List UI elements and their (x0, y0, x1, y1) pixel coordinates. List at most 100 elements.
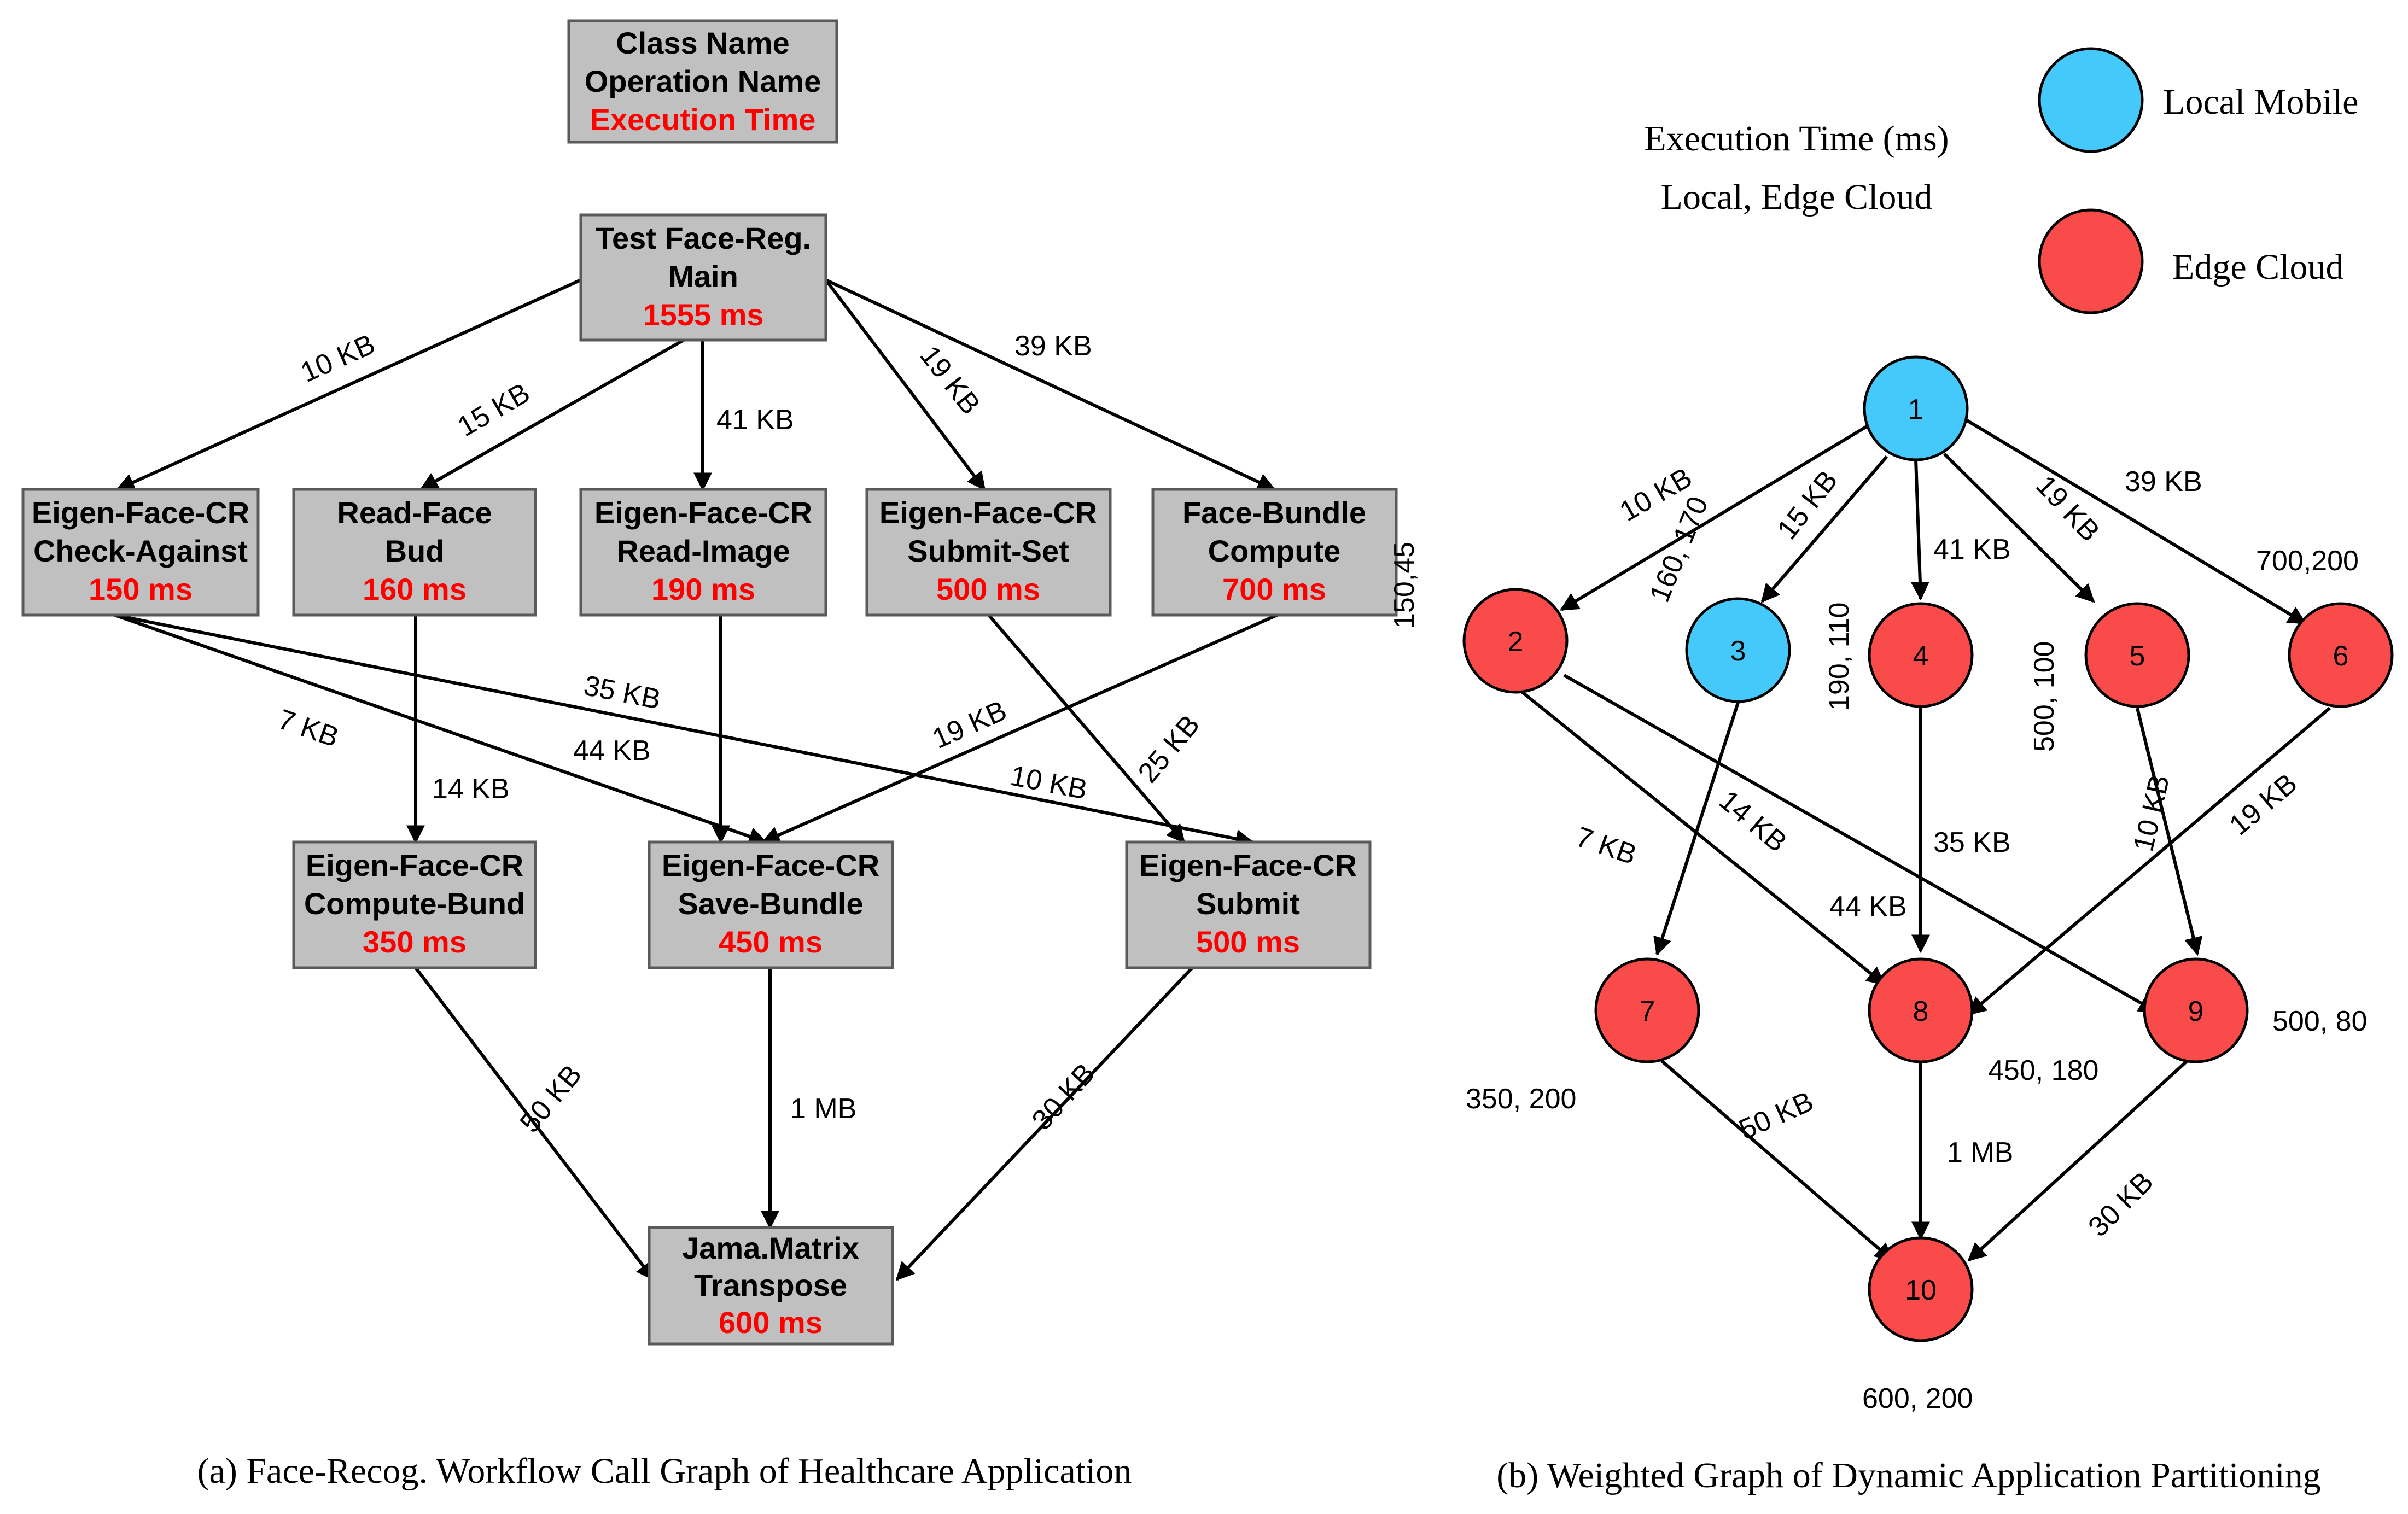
edge-1-6 (1962, 417, 2307, 625)
legend-edge-label: Edge Cloud (2172, 247, 2343, 287)
edge-label: 1 MB (1947, 1137, 2013, 1168)
edge-3-7 (1653, 702, 1740, 956)
left-edges (114, 278, 1278, 1281)
legend-edge-cloud: Edge Cloud (2038, 208, 2343, 314)
edge-label: 7 KB (274, 704, 342, 754)
box-operation: Compute-Bund (304, 886, 525, 921)
edge-label: 25 KB (1132, 709, 1206, 789)
box-time: 190 ms (651, 572, 755, 606)
node-id: 10 (1905, 1275, 1937, 1306)
edge-label: 7 KB (1572, 821, 1640, 872)
edge-checkagainst-savebundle (114, 613, 768, 845)
box-operation: Save-Bundle (678, 886, 863, 921)
edge-label: 44 KB (1829, 891, 1907, 922)
node-id: 8 (1913, 996, 1929, 1027)
header-execution-time: Execution Time (ms) (1644, 119, 1949, 159)
node-id: 9 (2188, 996, 2204, 1027)
node-5-times: 500, 100 (2028, 641, 2060, 752)
box-main: Test Face-Reg. Main 1555 ms (579, 213, 827, 342)
edge-label: 14 KB (1713, 785, 1793, 858)
edge-label: 10 KB (296, 328, 380, 389)
box-operation: Submit (1196, 886, 1300, 921)
node-8-times: 450, 180 (1988, 1055, 2098, 1086)
box-time: 150 ms (89, 572, 193, 606)
edge-label: 41 KB (1933, 534, 2011, 565)
header-local-edge: Local, Edge Cloud (1661, 177, 1933, 217)
edge-1-5 (1943, 452, 2095, 603)
edge-label: 41 KB (716, 404, 794, 436)
node-7: 7 (1594, 957, 1700, 1063)
edge-label: 30 KB (2082, 1166, 2159, 1243)
box-computebund: Eigen-Face-CR Compute-Bund 350 ms (292, 840, 537, 969)
node-id: 7 (1640, 996, 1655, 1027)
box-operation: Bud (385, 534, 445, 568)
edge-label: 39 KB (2125, 466, 2202, 498)
edge-1-2 (1560, 419, 1877, 611)
legend-local-label: Local Mobile (2163, 82, 2358, 122)
node-9-times: 500, 80 (2272, 1006, 2368, 1037)
edge-label: 19 KB (2223, 768, 2303, 841)
edge-submitset-submit (987, 614, 1186, 844)
edge-label: 35 KB (581, 670, 663, 716)
box-facebundle: Face-Bundle Compute 700 ms (1151, 488, 1398, 617)
edge-9-10 (1967, 1056, 2192, 1262)
box-savebundle: Eigen-Face-CR Save-Bundle 450 ms (648, 840, 894, 969)
box-class: Face-Bundle (1182, 495, 1366, 530)
edge-label: 19 KB (928, 694, 1011, 755)
legend-local-mobile: Local Mobile (2038, 47, 2358, 153)
legend-class-name: Class Name (616, 26, 790, 60)
edge-label: 35 KB (1933, 827, 2011, 858)
box-submit: Eigen-Face-CR Submit 500 ms (1125, 840, 1372, 969)
edge-label: 30 KB (1026, 1057, 1101, 1136)
node-7-times: 350, 200 (1466, 1083, 1576, 1115)
node-5: 5 (2084, 602, 2190, 708)
box-time: 700 ms (1222, 572, 1326, 606)
node-circle (2084, 602, 2190, 708)
edge-label: 14 KB (432, 773, 510, 805)
node-9: 9 (2143, 957, 2249, 1063)
node-id: 2 (1508, 626, 1524, 658)
box-class: Eigen-Face-CR (594, 495, 812, 530)
edge-label: 39 KB (1014, 330, 1092, 362)
node-1: 1 (1863, 355, 1969, 461)
caption-right: (b) Weighted Graph of Dynamic Applicatio… (1496, 1455, 2321, 1495)
legend-operation-name: Operation Name (585, 64, 821, 98)
node-id: 3 (1730, 635, 1746, 667)
legend-box: Class Name Operation Name Execution Time (567, 19, 838, 144)
box-class: Eigen-Face-CR (662, 848, 879, 882)
node-circle (2143, 957, 2249, 1063)
legend-edge-swatch (2038, 208, 2144, 314)
edge-2-9 (1563, 674, 2158, 1013)
node-2-times: 150,45 (1389, 542, 1420, 629)
node-id: 5 (2130, 640, 2145, 672)
node-id: 6 (2333, 640, 2349, 672)
edge-submit-transpose (895, 966, 1194, 1281)
node-circle (1863, 355, 1969, 461)
caption-left: (a) Face-Recog. Workflow Call Graph of H… (197, 1451, 1132, 1491)
box-transpose: Jama.Matrix Transpose 600 ms (648, 1226, 894, 1346)
node-4-times: 190, 110 (1823, 602, 1855, 711)
box-class: Eigen-Face-CR (879, 495, 1097, 530)
edge-main-readbud (419, 338, 685, 491)
edge-computebund-transpose (414, 967, 655, 1281)
box-time: 1555 ms (643, 297, 763, 332)
node-circle (1685, 597, 1791, 703)
node-circle (1594, 957, 1700, 1063)
edge-label: 50 KB (514, 1059, 588, 1139)
node-id: 1 (1908, 394, 1924, 425)
box-operation: Transpose (694, 1268, 847, 1302)
box-class: Test Face-Reg. (596, 221, 811, 255)
node-circle (1462, 588, 1569, 694)
box-operation: Main (668, 259, 738, 294)
box-operation: Submit-Set (907, 534, 1069, 568)
legend-execution-time: Execution Time (590, 102, 816, 137)
left-edge-labels: 10 KB 15 KB 41 KB 19 KB 39 KB 7 KB 35 KB… (274, 328, 1206, 1138)
node-4: 4 (1868, 602, 1974, 708)
node-circle (1868, 957, 1974, 1063)
box-class: Eigen-Face-CR (32, 495, 249, 530)
box-class: Jama.Matrix (682, 1231, 859, 1265)
node-circle (2288, 602, 2394, 708)
edge-1-3 (1760, 455, 1888, 603)
